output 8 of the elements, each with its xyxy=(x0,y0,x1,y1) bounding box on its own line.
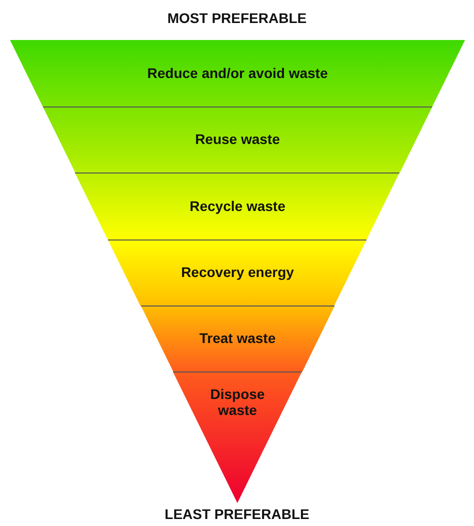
tier-label: Reuse waste xyxy=(194,131,281,147)
tier-label: Recycle waste xyxy=(188,198,286,214)
axis-label: MOST PREFERABLE xyxy=(166,10,308,26)
tier-label: Treat waste xyxy=(198,330,277,346)
tier-label: Reduce and/or avoid waste xyxy=(146,64,329,80)
axis-label: LEAST PREFERABLE xyxy=(164,506,310,522)
tier-label: Recovery energy xyxy=(180,264,295,280)
tier-label: Dispose waste xyxy=(209,386,266,418)
